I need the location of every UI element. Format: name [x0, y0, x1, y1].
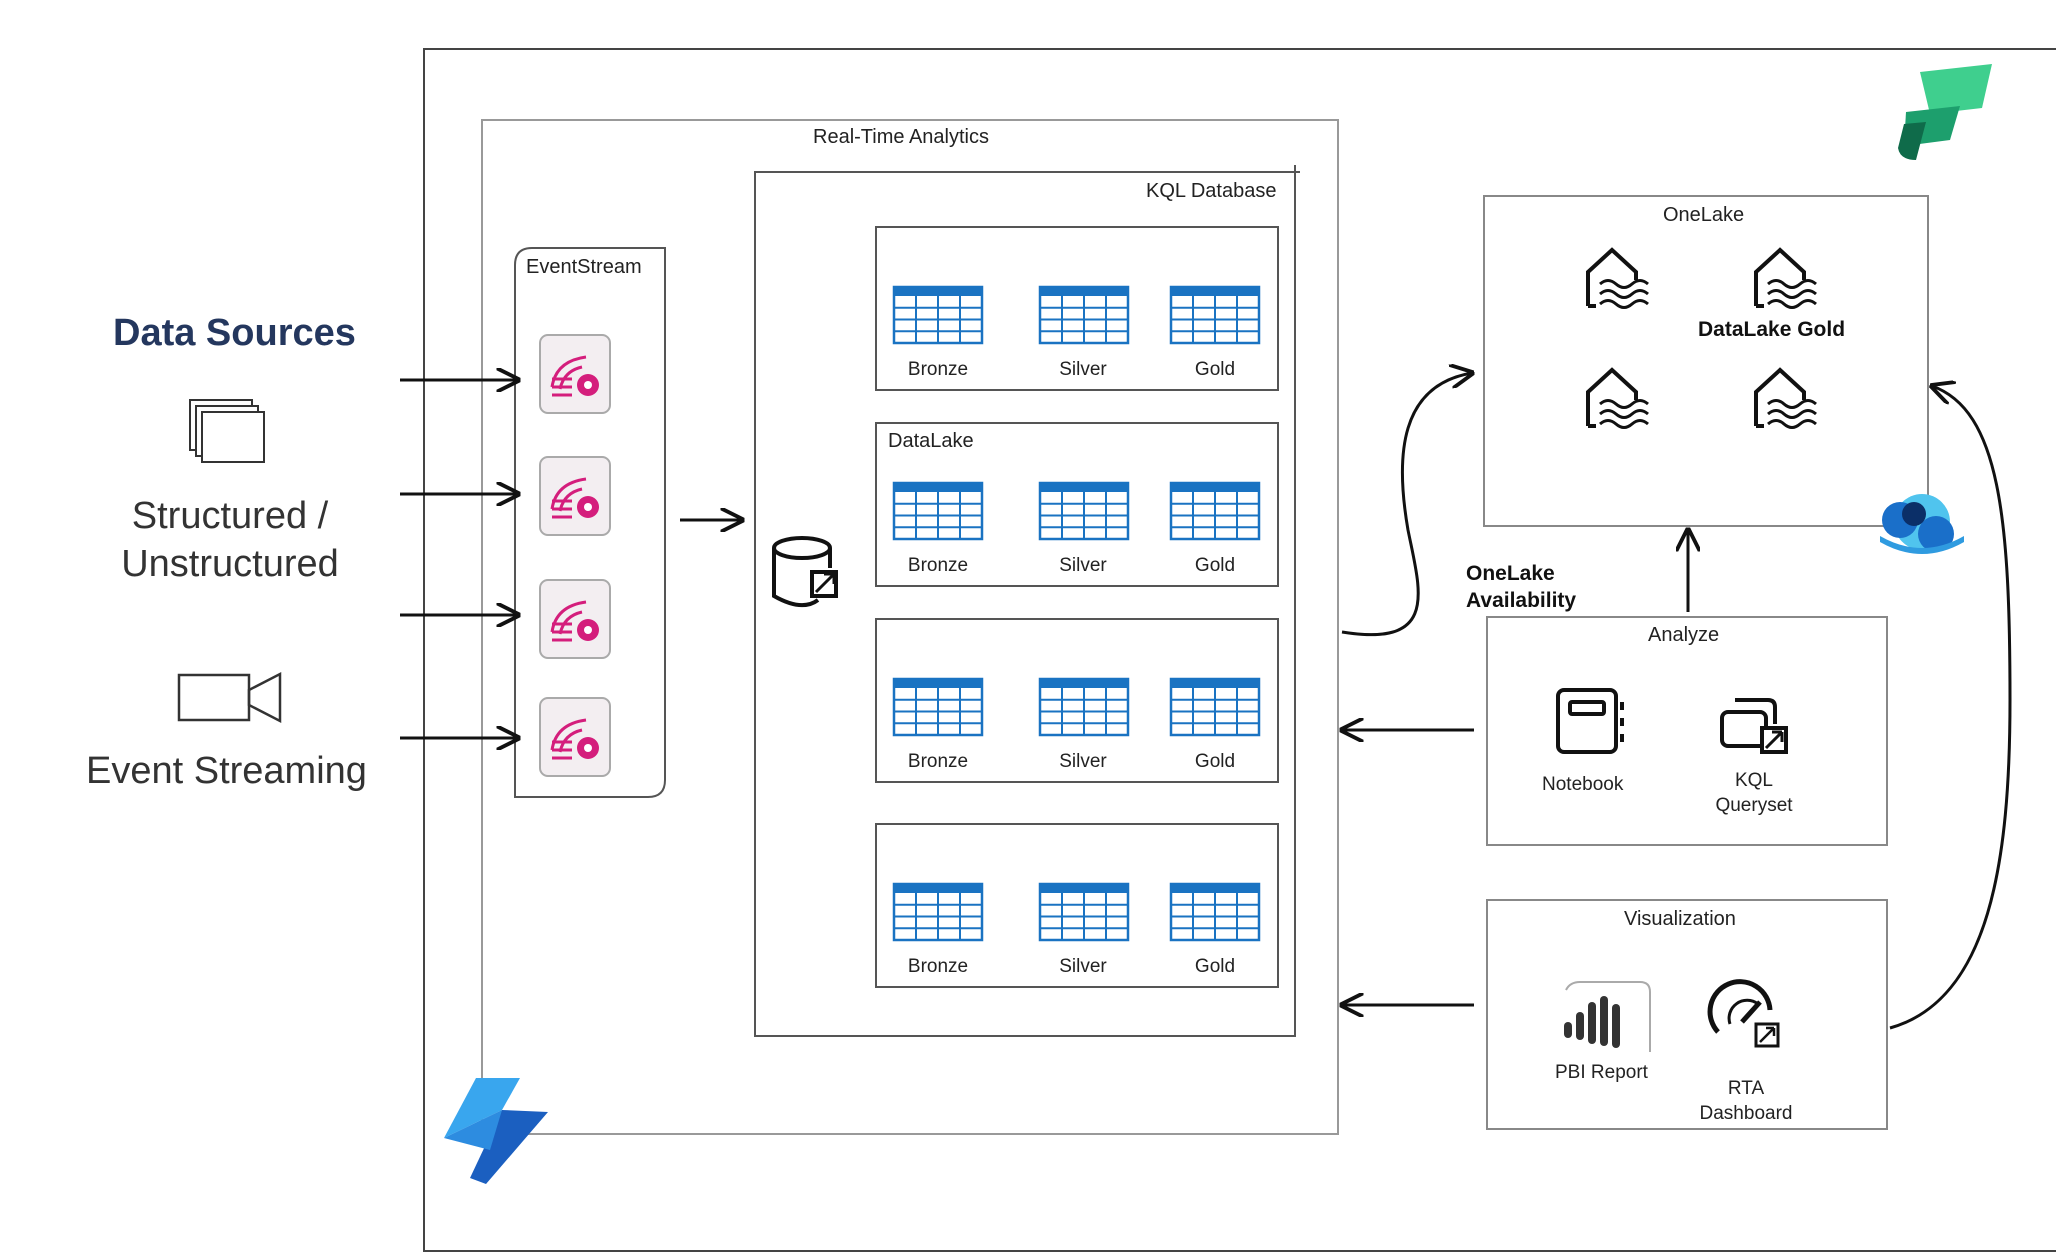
table-icon: [1169, 285, 1261, 345]
rta-box: [481, 119, 1339, 1135]
kql-queryset-icon: [1720, 698, 1788, 754]
outer-frame: [423, 48, 2056, 1252]
tier-label: Gold: [1194, 555, 1236, 576]
onelake-title: OneLake: [1663, 204, 1745, 226]
notebook-label: Notebook: [1542, 774, 1624, 795]
table-icon: [1169, 481, 1261, 541]
table-icon: [892, 285, 984, 345]
fabric-logo: [1898, 64, 1992, 160]
onelake-availability-arrow: [1341, 373, 1472, 637]
tier-label: Silver: [1059, 956, 1107, 977]
lakehouse-icon: [1586, 247, 1649, 309]
visualization-title: Visualization: [1624, 908, 1736, 930]
datalake-title: DataLake: [888, 430, 974, 452]
eventstream-icon: [539, 334, 611, 414]
tier-group-box-3: [875, 618, 1279, 783]
kql-queryset-label: KQL Queryset: [1715, 770, 1793, 816]
visualization-to-onelake-arrow: [1889, 386, 2012, 1030]
analyze-title: Analyze: [1648, 624, 1720, 646]
notebook-icon: [1556, 688, 1624, 754]
rta-title: Real-Time Analytics: [813, 126, 989, 148]
datalake-gold-label: DataLake Gold: [1698, 318, 1846, 341]
tier-label: Bronze: [907, 555, 969, 576]
structured-label: Structured / Unstructured: [121, 495, 339, 585]
eventstream-box: [514, 247, 666, 798]
tier-group-box-4: [875, 823, 1279, 988]
eventstream-icon: [539, 456, 611, 536]
tier-label: Silver: [1059, 751, 1107, 772]
video-camera-icon: [177, 671, 282, 724]
eventstream-icon: [539, 579, 611, 659]
real-time-analytics-logo: [444, 1078, 548, 1184]
eventstream-title: EventStream: [526, 256, 642, 278]
table-icon: [892, 677, 984, 737]
event-streaming-label: Event Streaming: [86, 750, 367, 792]
tier-label: Silver: [1059, 555, 1107, 576]
eventstream-icon: [539, 697, 611, 777]
stacked-windows-icon: [189, 399, 265, 463]
kql-database-title: KQL Database: [1146, 180, 1277, 202]
tier-label: Bronze: [907, 956, 969, 977]
database-icon: [772, 536, 838, 608]
table-icon: [892, 481, 984, 541]
gauge-icon: [1707, 979, 1780, 1048]
onelake-availability-label: OneLake Availability: [1466, 562, 1577, 612]
tier-label: Bronze: [907, 359, 969, 380]
onelake-logo: [1880, 494, 1964, 554]
onelake-box: [1483, 195, 1929, 527]
table-icon: [892, 882, 984, 942]
visualization-box: [1486, 899, 1888, 1130]
rta-dashboard-label: RTA Dashboard: [1699, 1078, 1793, 1124]
table-icon: [1038, 285, 1130, 345]
pbi-report-icon: [1564, 981, 1651, 1052]
table-icon: [1169, 677, 1261, 737]
tier-label: Gold: [1194, 359, 1236, 380]
tier-label: Silver: [1059, 359, 1107, 380]
tier-group-box-1: [875, 226, 1279, 391]
table-icon: [1038, 882, 1130, 942]
tier-label: Bronze: [907, 751, 969, 772]
kql-database-box: [754, 171, 1296, 1037]
data-sources-title: Data Sources: [113, 312, 356, 354]
table-icon: [1038, 677, 1130, 737]
lakehouse-icon: [1586, 367, 1649, 429]
tier-label: Gold: [1194, 751, 1236, 772]
pbi-report-label: PBI Report: [1555, 1062, 1648, 1083]
lakehouse-icon: [1754, 367, 1817, 429]
table-icon: [1169, 882, 1261, 942]
lakehouse-icon: [1754, 247, 1817, 309]
tier-group-box-2: [875, 422, 1279, 587]
tier-label: Gold: [1194, 956, 1236, 977]
analyze-box: [1486, 616, 1888, 846]
table-icon: [1038, 481, 1130, 541]
